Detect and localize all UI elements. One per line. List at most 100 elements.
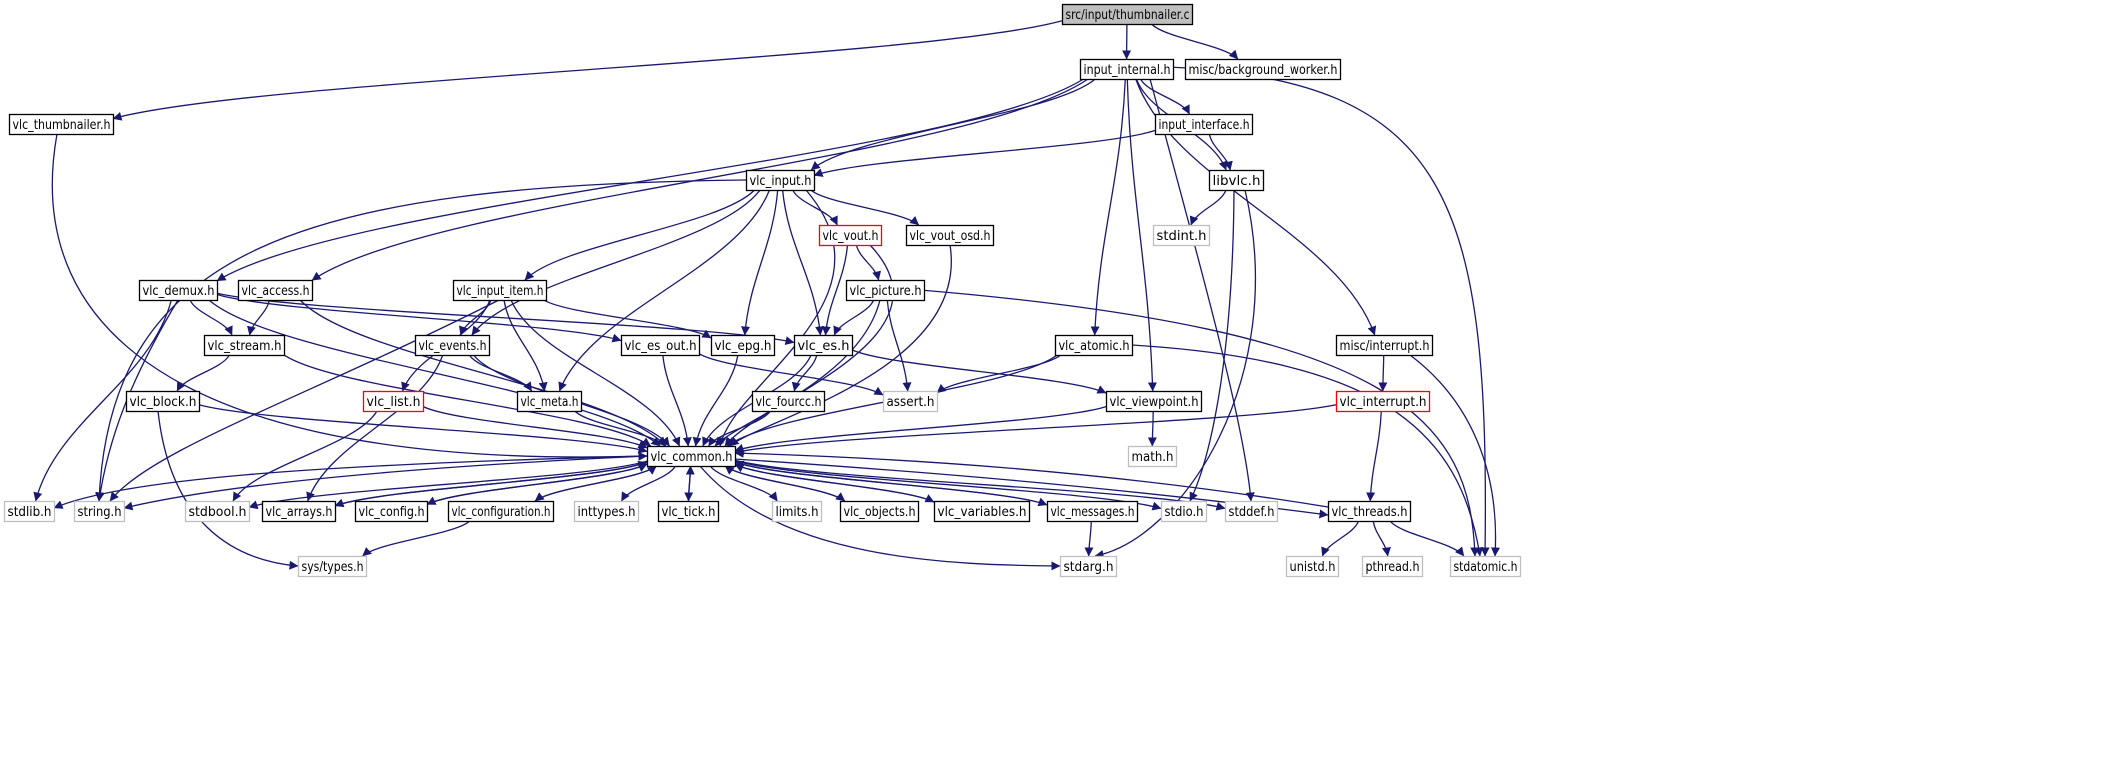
node-label: vlc_input_item.h [457,283,544,299]
edge-line [426,463,648,505]
node-vlc-events[interactable]: vlc_events.h [414,334,491,357]
node-vlc-threads[interactable]: vlc_threads.h [1327,500,1412,523]
node-label: vlc_epg.h [715,338,772,354]
node-box [1361,555,1424,578]
node-vlc-stream[interactable]: vlc_stream.h [203,334,286,357]
edge-line [33,299,172,502]
node-vlc-objects[interactable]: vlc_objects.h [839,500,920,523]
edge-vlc_list-to-stdbool [232,410,378,502]
node-vlc-block[interactable]: vlc_block.h [125,390,201,413]
edge-vlc_common-to-string [123,455,648,511]
node-input-internal[interactable]: input_internal.h [1079,58,1175,81]
node-label: vlc_picture.h [850,283,922,299]
node-vlc-atomic[interactable]: vlc_atomic.h [1054,334,1134,357]
edge-line [362,520,471,557]
edge-libvlc-to-stdio [1189,189,1235,502]
node-libvlc[interactable]: libvlc.h [1208,169,1265,192]
node-vlc-arrays[interactable]: vlc_arrays.h [261,500,337,523]
node-vlc-picture[interactable]: vlc_picture.h [845,279,926,302]
node-box [354,500,429,523]
edge-vlc_atomic-to-stdatomic [1130,344,1484,557]
edge-vlc_es-to-vlc_fourcc [791,354,818,392]
node-vlc-list[interactable]: vlc_list.h [362,390,425,413]
node-input-interface[interactable]: input_interface.h [1154,113,1254,136]
edge-vlc_demux-to-vlc_es_out [216,293,622,343]
node-vlc-es-out[interactable]: vlc_es_out.h [620,334,701,357]
node-box [882,390,939,413]
node-label: vlc_thumbnailer.h [13,117,111,133]
node-box [771,500,823,523]
edge-vlc_picture-to-vlc_es [833,299,875,336]
node-vlc-common[interactable]: vlc_common.h [646,445,737,468]
edge-line [422,405,648,449]
node-label: vlc_es_out.h [625,338,697,354]
node-box [362,390,425,413]
node-vlc-input[interactable]: vlc_input.h [745,169,816,192]
edge-misc_interrupt-to-vlc_interrupt [1378,354,1388,392]
edge-line [232,410,378,502]
node-vlc-input-item[interactable]: vlc_input_item.h [452,279,548,302]
edge-line [855,244,882,281]
node-misc-interrupt[interactable]: misc/interrupt.h [1335,334,1434,357]
edge-vlc_input-to-vlc_epg [741,189,779,336]
edge-line [1094,189,1256,559]
node-thumbnailer-c[interactable]: src/input/thumbnailer.c [1061,3,1194,26]
node-box [203,334,286,357]
edge-vlc_viewpoint-to-vlc_common [734,405,1107,453]
node-vlc-tick[interactable]: vlc_tick.h [657,500,720,523]
node-vlc-epg[interactable]: vlc_epg.h [710,334,776,357]
edge-input_internal-to-stdatomic [1167,66,1490,557]
node-box [138,279,219,302]
node-box [1105,390,1203,413]
edge-vlc_atomic-to-assert [936,354,1062,394]
edge-input_internal-to-input_interface [1139,78,1191,115]
node-vlc-messages[interactable]: vlc_messages.h [1046,500,1139,523]
edge-line [468,354,533,392]
node-inttypes: inttypes.h [573,500,640,523]
edges-layer [33,20,1500,571]
node-vlc-demux[interactable]: vlc_demux.h [138,279,219,302]
edge-vlc_common-to-stdarg [699,465,1061,571]
edge-line [558,189,771,392]
edge-line [620,465,677,502]
node-vlc-vout-osd[interactable]: vlc_vout_osd.h [905,224,995,247]
node-box [184,500,251,523]
node-vlc-thumbnailer[interactable]: vlc_thumbnailer.h [8,113,115,136]
node-vlc-meta[interactable]: vlc_meta.h [516,390,583,413]
edge-vlc_input-to-vlc_vout [792,189,838,226]
edge-line [1090,78,1126,336]
node-sys-types: sys/types.h [297,555,368,578]
node-vlc-configuration[interactable]: vlc_configuration.h [447,500,555,523]
node-box [1285,555,1340,578]
node-background-worker[interactable]: misc/background_worker.h [1184,58,1342,81]
edge-line [503,299,548,392]
node-box [1079,58,1175,81]
node-box [793,334,854,357]
node-vlc-interrupt[interactable]: vlc_interrupt.h [1335,390,1431,413]
node-label: stddef.h [1229,504,1275,520]
edge-line [299,299,667,447]
edge-vlc_input_item-to-vlc_epg [543,299,712,339]
node-vlc-variables[interactable]: vlc_variables.h [933,500,1031,523]
node-vlc-access[interactable]: vlc_access.h [237,279,314,302]
node-vlc-viewpoint[interactable]: vlc_viewpoint.h [1105,390,1203,413]
node-box [905,224,995,247]
node-vlc-config[interactable]: vlc_config.h [354,500,429,523]
node-vlc-fourcc[interactable]: vlc_fourcc.h [751,390,826,413]
node-box [3,500,56,523]
edge-input_internal-to-vlc_atomic [1090,78,1126,336]
node-box [261,500,337,523]
node-label: vlc_threads.h [1332,504,1408,520]
edge-vlc_es-to-vlc_viewpoint [851,349,1107,394]
edge-line [574,410,666,447]
node-box [1184,58,1342,81]
node-vlc-vout[interactable]: vlc_vout.h [818,224,883,247]
node-box [573,500,640,523]
edge-line [734,460,1048,506]
node-label: vlc_meta.h [521,394,579,410]
edge-vlc_es_out-to-assert [698,353,884,396]
node-label: vlc_fourcc.h [756,394,822,410]
node-label: stdbool.h [189,504,247,520]
node-vlc-es[interactable]: vlc_es.h [793,334,854,357]
